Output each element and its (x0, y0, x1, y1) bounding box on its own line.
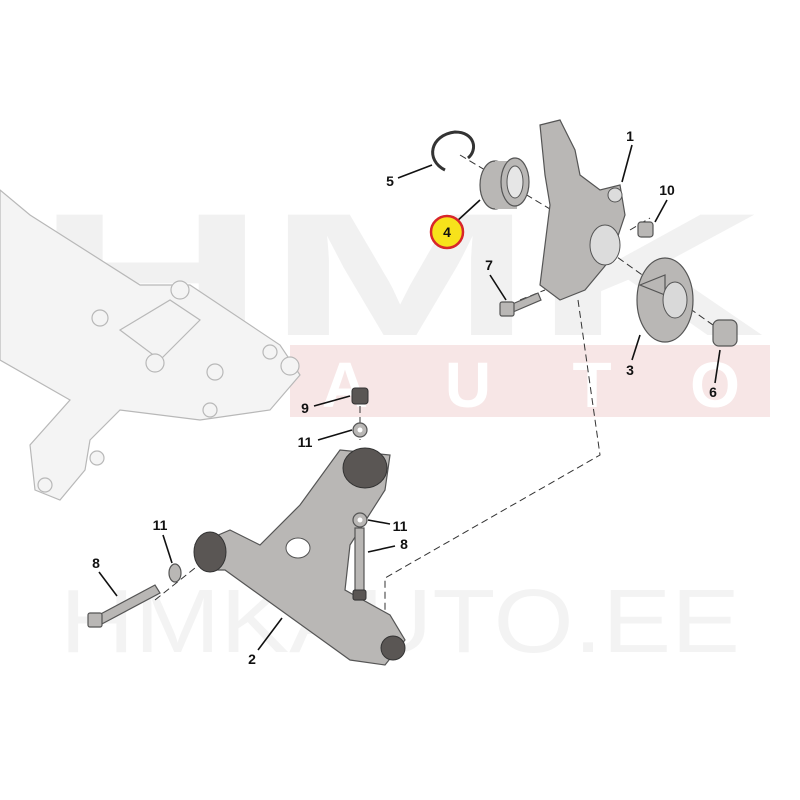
watermark-band-letter: A (322, 349, 368, 421)
callout-8[interactable]: 8 (92, 555, 100, 571)
part-11-washer (352, 512, 368, 528)
part-11-washer (352, 422, 368, 438)
watermark-band-letter: U (445, 349, 491, 421)
part-6-hub-nut (712, 319, 738, 347)
part-8-vertical-bolt (352, 527, 367, 601)
callout-9[interactable]: 9 (301, 400, 309, 416)
watermark-band-letter: T (572, 349, 611, 421)
watermark-band (290, 345, 770, 417)
callout-4[interactable]: 4 (443, 224, 451, 240)
part-8-horizontal-bolt (87, 584, 161, 628)
callout-10[interactable]: 10 (659, 182, 675, 198)
part-1-knuckle (539, 119, 626, 301)
highlight-marker (429, 214, 465, 250)
callout-6[interactable]: 6 (709, 384, 717, 400)
callout-3[interactable]: 3 (626, 362, 634, 378)
callout-11[interactable]: 11 (298, 434, 313, 450)
part-7-bolt (499, 292, 542, 317)
callout-11[interactable]: 11 (393, 518, 408, 534)
subframe-drawing (0, 189, 301, 501)
part-11-washer (168, 563, 182, 583)
part-9-nut (351, 387, 369, 405)
callout-1[interactable]: 1 (626, 128, 634, 144)
part-2-control-arm (193, 447, 406, 666)
part-5-circlip (431, 130, 476, 172)
part-10-nut (637, 221, 654, 238)
callout-11[interactable]: 11 (153, 517, 168, 533)
callout-8[interactable]: 8 (400, 536, 408, 552)
part-4-bearing (479, 157, 530, 210)
part-3-hub (636, 257, 694, 343)
callout-5[interactable]: 5 (386, 173, 394, 189)
callout-7[interactable]: 7 (485, 257, 493, 273)
watermark-band-letter: O (690, 349, 740, 421)
callout-2[interactable]: 2 (248, 651, 256, 667)
